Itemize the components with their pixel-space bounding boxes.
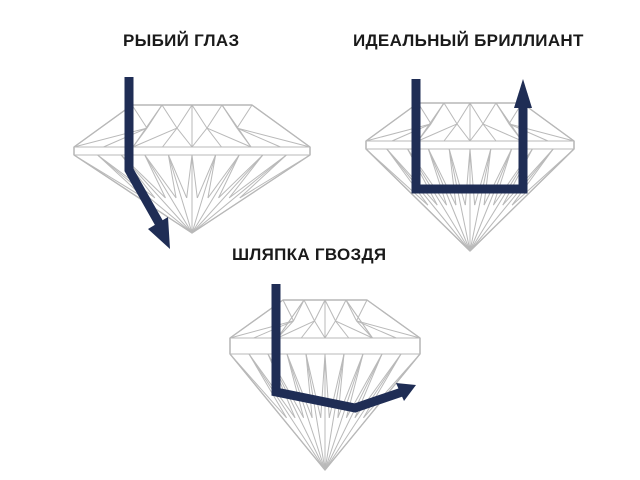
fish-eye-diamond-icon [73,77,311,249]
diamond-facets [229,299,421,471]
ideal-cut-label: ИДЕАЛЬНЫЙ БРИЛЛИАНТ [353,31,584,50]
nailhead-diamond-icon [229,284,421,471]
light-ray-arrow-icon [124,77,170,249]
ideal-diamond-icon [365,79,575,252]
diamond-facets [365,102,575,252]
light-ray-arrow-icon [271,284,416,413]
fish-eye-label: РЫБИЙ ГЛАЗ [123,31,240,50]
nailhead-label: ШЛЯПКА ГВОЗДЯ [232,245,387,264]
diamond-facets [73,104,311,234]
light-ray-arrow-icon [411,79,532,194]
